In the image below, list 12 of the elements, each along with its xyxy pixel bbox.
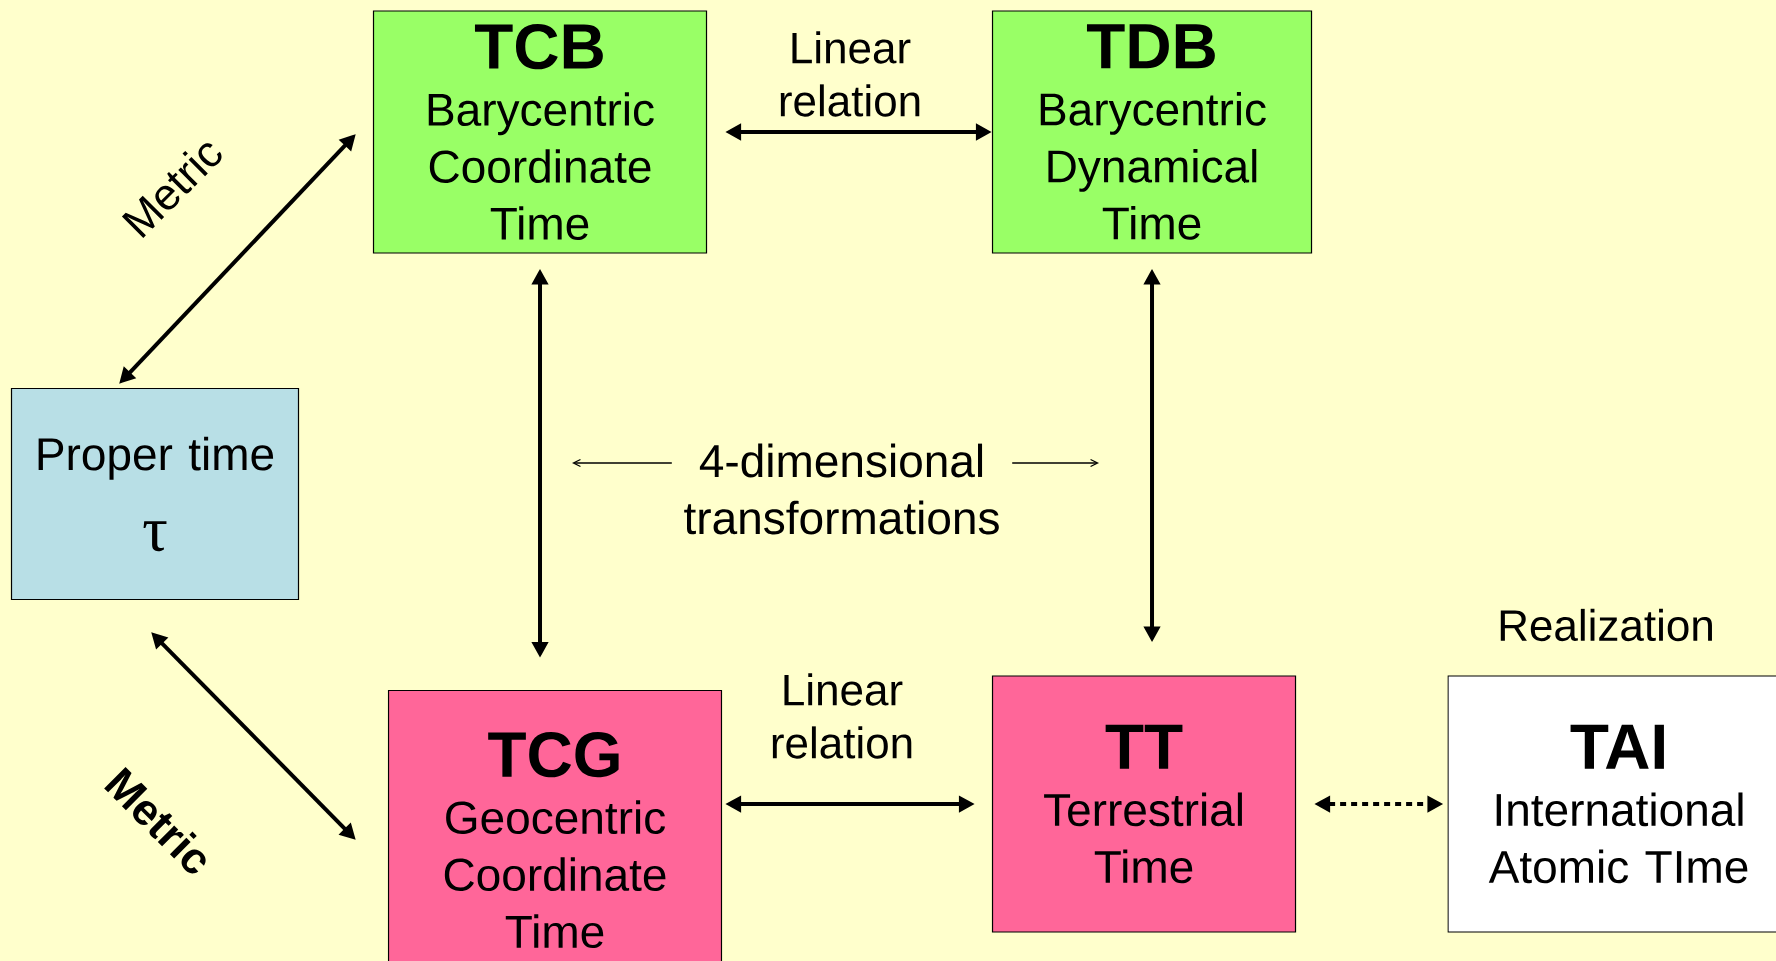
time-scale-box: TCB Barycentric Coordinate Time <box>372 10 708 254</box>
arrow <box>572 458 673 468</box>
time-scale-box: TCG Geocentric Coordinate Time <box>387 689 723 961</box>
arrow <box>1011 458 1099 468</box>
time-scale-box: TT Terrestrial Time <box>991 675 1297 933</box>
time-scale-box: TAI International Atomic TIme <box>1447 675 1776 933</box>
time-scale-box: Proper time τ <box>10 387 300 601</box>
time-scale-box: TDB Barycentric Dynamical Time <box>991 10 1313 254</box>
edge-label: Linear relation <box>753 29 947 119</box>
annotation-text: 4-dimensional transformations <box>684 443 999 535</box>
edge-label: Linear relation <box>745 671 939 761</box>
caption-text: Realization <box>1500 608 1712 642</box>
